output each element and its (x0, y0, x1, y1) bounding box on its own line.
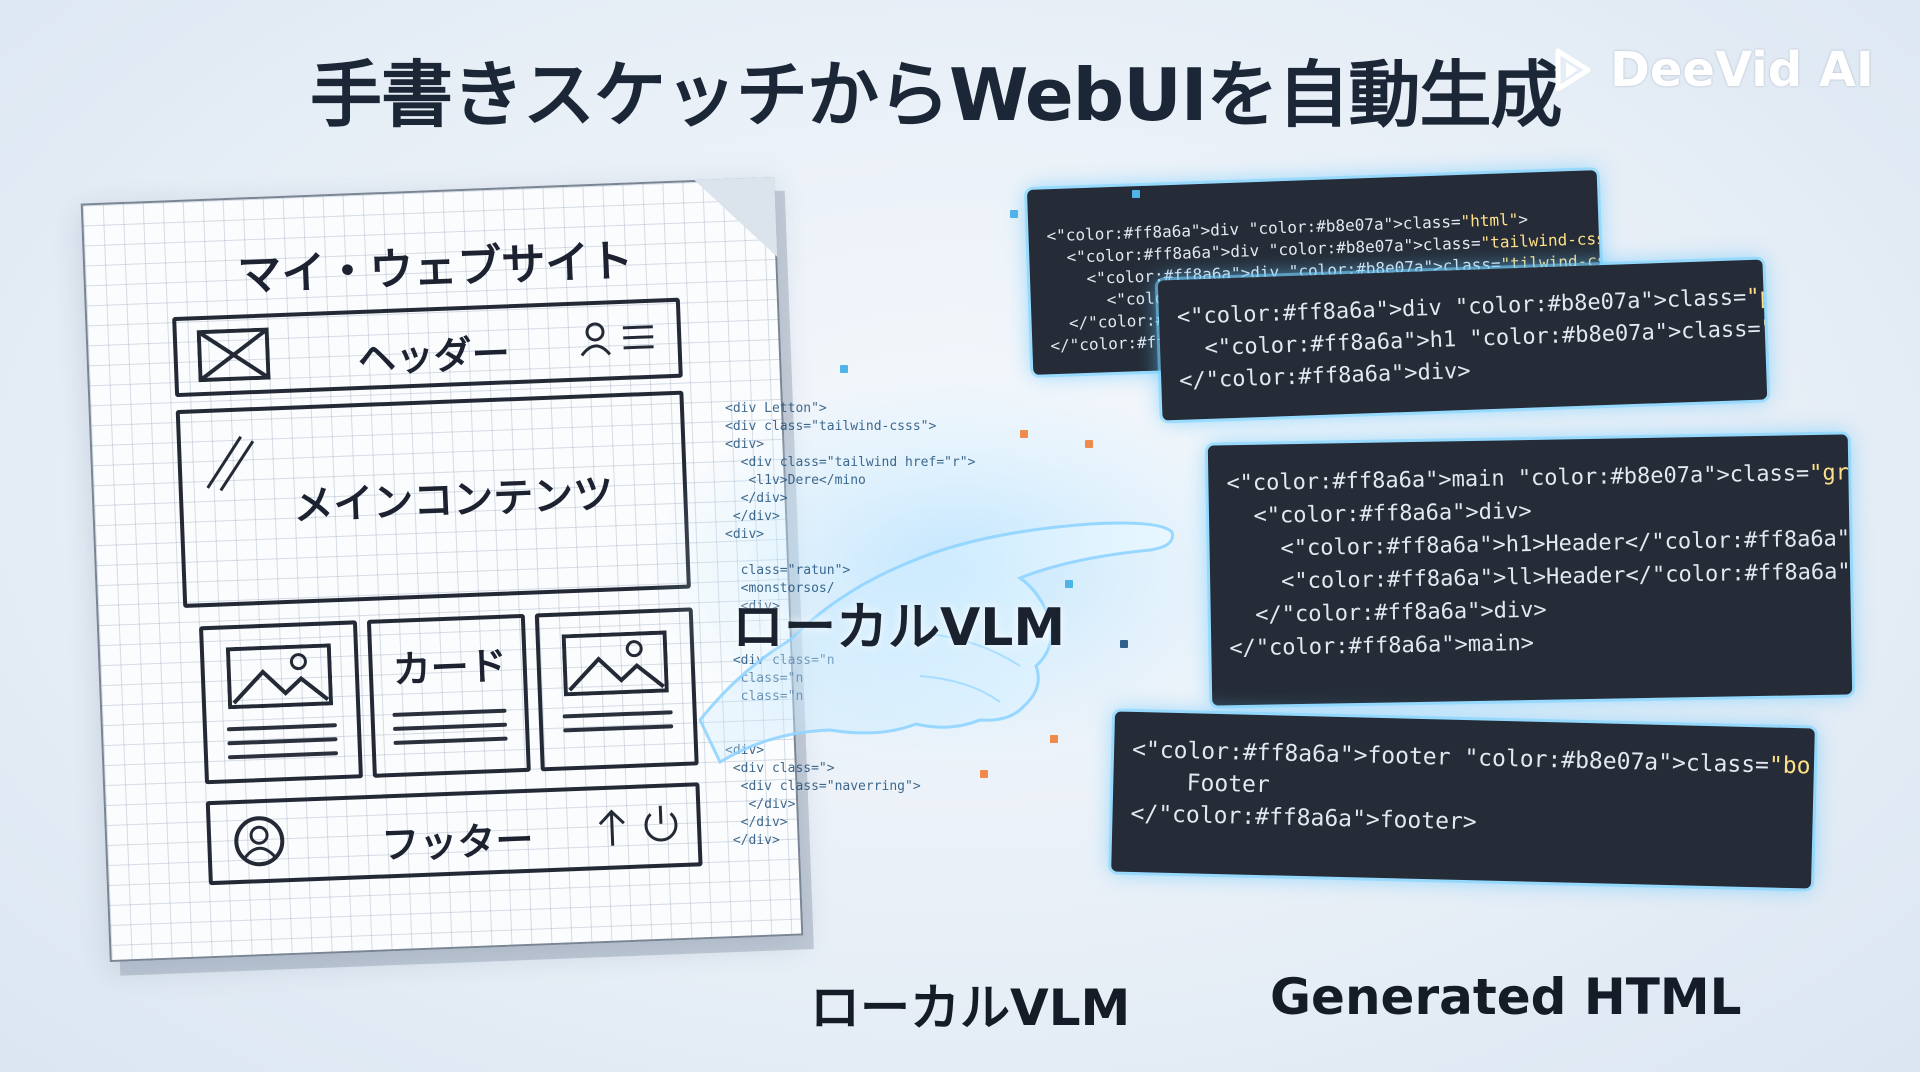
user-icon (580, 322, 612, 357)
sketch-card-label: カード (391, 643, 508, 692)
arrow-up-icon (598, 809, 625, 846)
play-logo-icon (1555, 48, 1591, 92)
paper-fold (694, 176, 778, 260)
particle (1065, 580, 1073, 588)
particle (1050, 735, 1058, 743)
power-icon (644, 805, 678, 842)
card-text-lines (392, 699, 508, 755)
particle (1120, 640, 1128, 648)
code-panel-4: <"color:#ff8a6a">footer "color:#b8e07a">… (1111, 711, 1815, 889)
sketch-main-box: メインコンテンツ (175, 390, 691, 608)
card-text-lines (226, 713, 339, 769)
sketch-main-label: メインコンテンツ (292, 471, 615, 530)
sketch-header-label: ヘッダー (357, 331, 511, 382)
hatch-icon (206, 435, 255, 492)
particle (1020, 430, 1028, 438)
image-placeholder-icon (196, 327, 271, 383)
vlm-label-center: ローカルVLM (732, 598, 1066, 658)
particle (1085, 440, 1093, 448)
sketch-card-2: カード (366, 613, 531, 778)
user-circle-icon (234, 816, 285, 867)
sketch-paper: マイ・ウェブサイト ヘッダー メインコンテンツ (80, 176, 804, 963)
particle (1010, 210, 1018, 218)
menu-icon (622, 325, 654, 350)
image-icon (225, 643, 334, 710)
brand-logo: DeeVid AI (1548, 40, 1888, 100)
particle (840, 365, 848, 373)
code-panel-2: <"color:#ff8a6a">div "color:#b8e07a">cla… (1157, 259, 1768, 421)
code-panel-3: <"color:#ff8a6a">main "color:#b8e07a">cl… (1207, 434, 1853, 706)
bottom-label-vlm: ローカルVLM (810, 979, 1131, 1037)
sketch-footer-box: フッター (205, 782, 703, 886)
pointing-hand-illustration (698, 521, 1175, 765)
sketch-footer-label: フッター (380, 817, 535, 868)
brand-name: DeeVid AI (1610, 42, 1874, 98)
bottom-label-html: Generated HTML (1270, 968, 1742, 1026)
page-title: 手書きスケッチからWebUIを自動生成 (310, 53, 1562, 137)
particle (980, 770, 988, 778)
sketch-header-box: ヘッダー (172, 297, 683, 398)
sketch-card-1 (199, 620, 363, 785)
sketch-site-title: マイ・ウェブサイト (236, 235, 635, 302)
particle (1132, 190, 1140, 198)
